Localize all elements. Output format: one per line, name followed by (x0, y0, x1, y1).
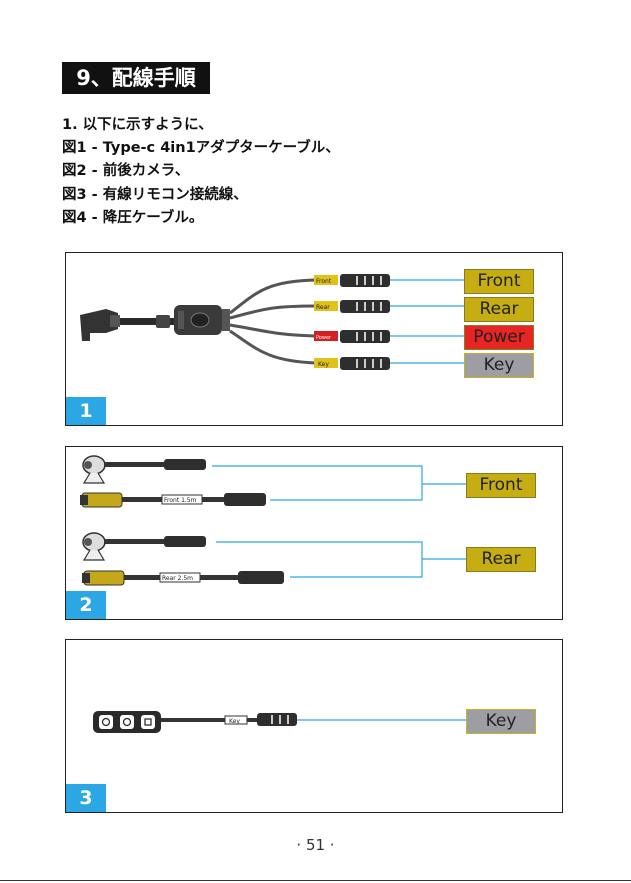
label-front: Front (464, 269, 534, 294)
label-key: Key (466, 709, 536, 734)
bottom-rule (0, 880, 631, 881)
intro-line: 図2 - 前後カメラ、 (62, 160, 340, 183)
label-rear: Rear (466, 547, 536, 572)
section-heading: 9、配線手順 (62, 62, 210, 94)
figure-number: 2 (66, 591, 106, 619)
remote-button-icon (120, 715, 134, 729)
page-number: · 51 · (0, 836, 631, 854)
figure-1-adapter-cable: Front Rear Power Key Front Rear Power Ke… (65, 252, 563, 426)
cable-tag: Key (318, 361, 329, 368)
intro-line: 図4 - 降圧ケーブル。 (62, 207, 340, 230)
cable-tag: Rear (316, 304, 330, 311)
cable-tag: Front 1.5m (164, 497, 197, 504)
cable-tag: Rear 2.5m (162, 575, 193, 582)
intro-line: 1. 以下に示すように、 (62, 114, 340, 137)
figure-number: 1 (66, 397, 106, 425)
remote-button-icon (141, 715, 155, 729)
intro-line: 図3 - 有線リモコン接続線、 (62, 184, 340, 207)
intro-text: 1. 以下に示すように、 図1 - Type-c 4in1アダプターケーブル、 … (62, 114, 340, 230)
intro-line: 図1 - Type-c 4in1アダプターケーブル、 (62, 137, 340, 160)
label-key: Key (464, 353, 534, 378)
cable-tag: Key (229, 718, 240, 725)
figure-2-cameras: Front 1.5m Rear 2.5m Front Rear 2 (65, 446, 563, 620)
cable-tag: Front (316, 278, 332, 285)
label-front: Front (466, 473, 536, 498)
remote-button-icon (99, 715, 113, 729)
cable-tag: Power (316, 335, 332, 341)
rear-camera-icon (83, 533, 206, 560)
label-rear: Rear (464, 297, 534, 322)
figure-number: 3 (66, 784, 106, 812)
front-camera-icon (83, 456, 206, 483)
figure-3-remote-cable: Key Key 3 (65, 639, 563, 813)
label-power: Power (464, 325, 534, 350)
